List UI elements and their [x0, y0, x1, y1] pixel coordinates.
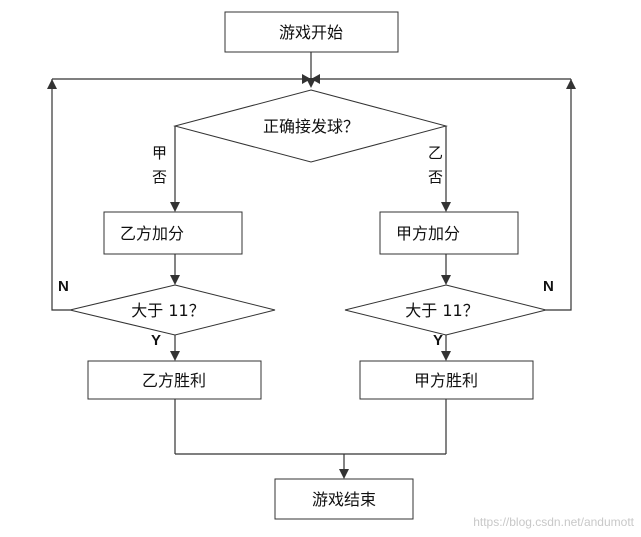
decision-serve-diamond — [173, 89, 448, 163]
arrow-start-down — [306, 78, 316, 88]
left-yes-label: Y — [151, 332, 161, 349]
arrow-left-yes — [170, 351, 180, 361]
left-win-label: 乙方胜利 — [142, 371, 206, 390]
right-win-box — [359, 360, 534, 400]
left-win-box — [87, 360, 262, 400]
right-score-label: 甲方加分 — [396, 224, 460, 243]
edge-right-loop — [546, 79, 572, 311]
right-yes-label: Y — [433, 332, 443, 349]
left-score-label: 乙方加分 — [120, 224, 184, 243]
arrow-right-branch — [441, 202, 451, 212]
left-loop-no-label: N — [58, 278, 69, 295]
right-branch-no-label: 否 — [428, 168, 443, 186]
arrow-right-loop-up — [566, 79, 576, 89]
edge-left-loop — [51, 79, 70, 311]
decision-serve-label: 正确接发球？ — [263, 117, 359, 136]
arrow-loop-right-in — [311, 74, 320, 84]
right-score-box — [379, 211, 519, 255]
end-label: 游戏结束 — [312, 490, 376, 509]
right-win-label: 甲方胜利 — [414, 371, 478, 390]
arrow-loop-left-in — [302, 74, 311, 84]
arrow-left-loop-up — [47, 79, 57, 89]
end-box — [274, 478, 414, 520]
right-branch-player-label: 乙 — [428, 144, 443, 162]
arrow-right-yes — [441, 351, 451, 361]
arrow-merge-down — [339, 469, 349, 479]
arrow-right-score-down — [441, 275, 451, 285]
left-branch-player-label: 甲 — [152, 144, 167, 162]
arrow-left-branch — [170, 202, 180, 212]
start-box — [224, 11, 399, 53]
right-check-label: 大于 11？ — [405, 301, 478, 320]
watermark-text: https://blog.csdn.net/andumott — [473, 515, 634, 529]
arrow-left-score-down — [170, 275, 180, 285]
left-branch-no-label: 否 — [152, 168, 167, 186]
start-label: 游戏开始 — [279, 23, 343, 42]
left-score-box — [103, 211, 243, 255]
right-loop-no-label: N — [543, 278, 554, 295]
left-check-label: 大于 11？ — [131, 301, 204, 320]
